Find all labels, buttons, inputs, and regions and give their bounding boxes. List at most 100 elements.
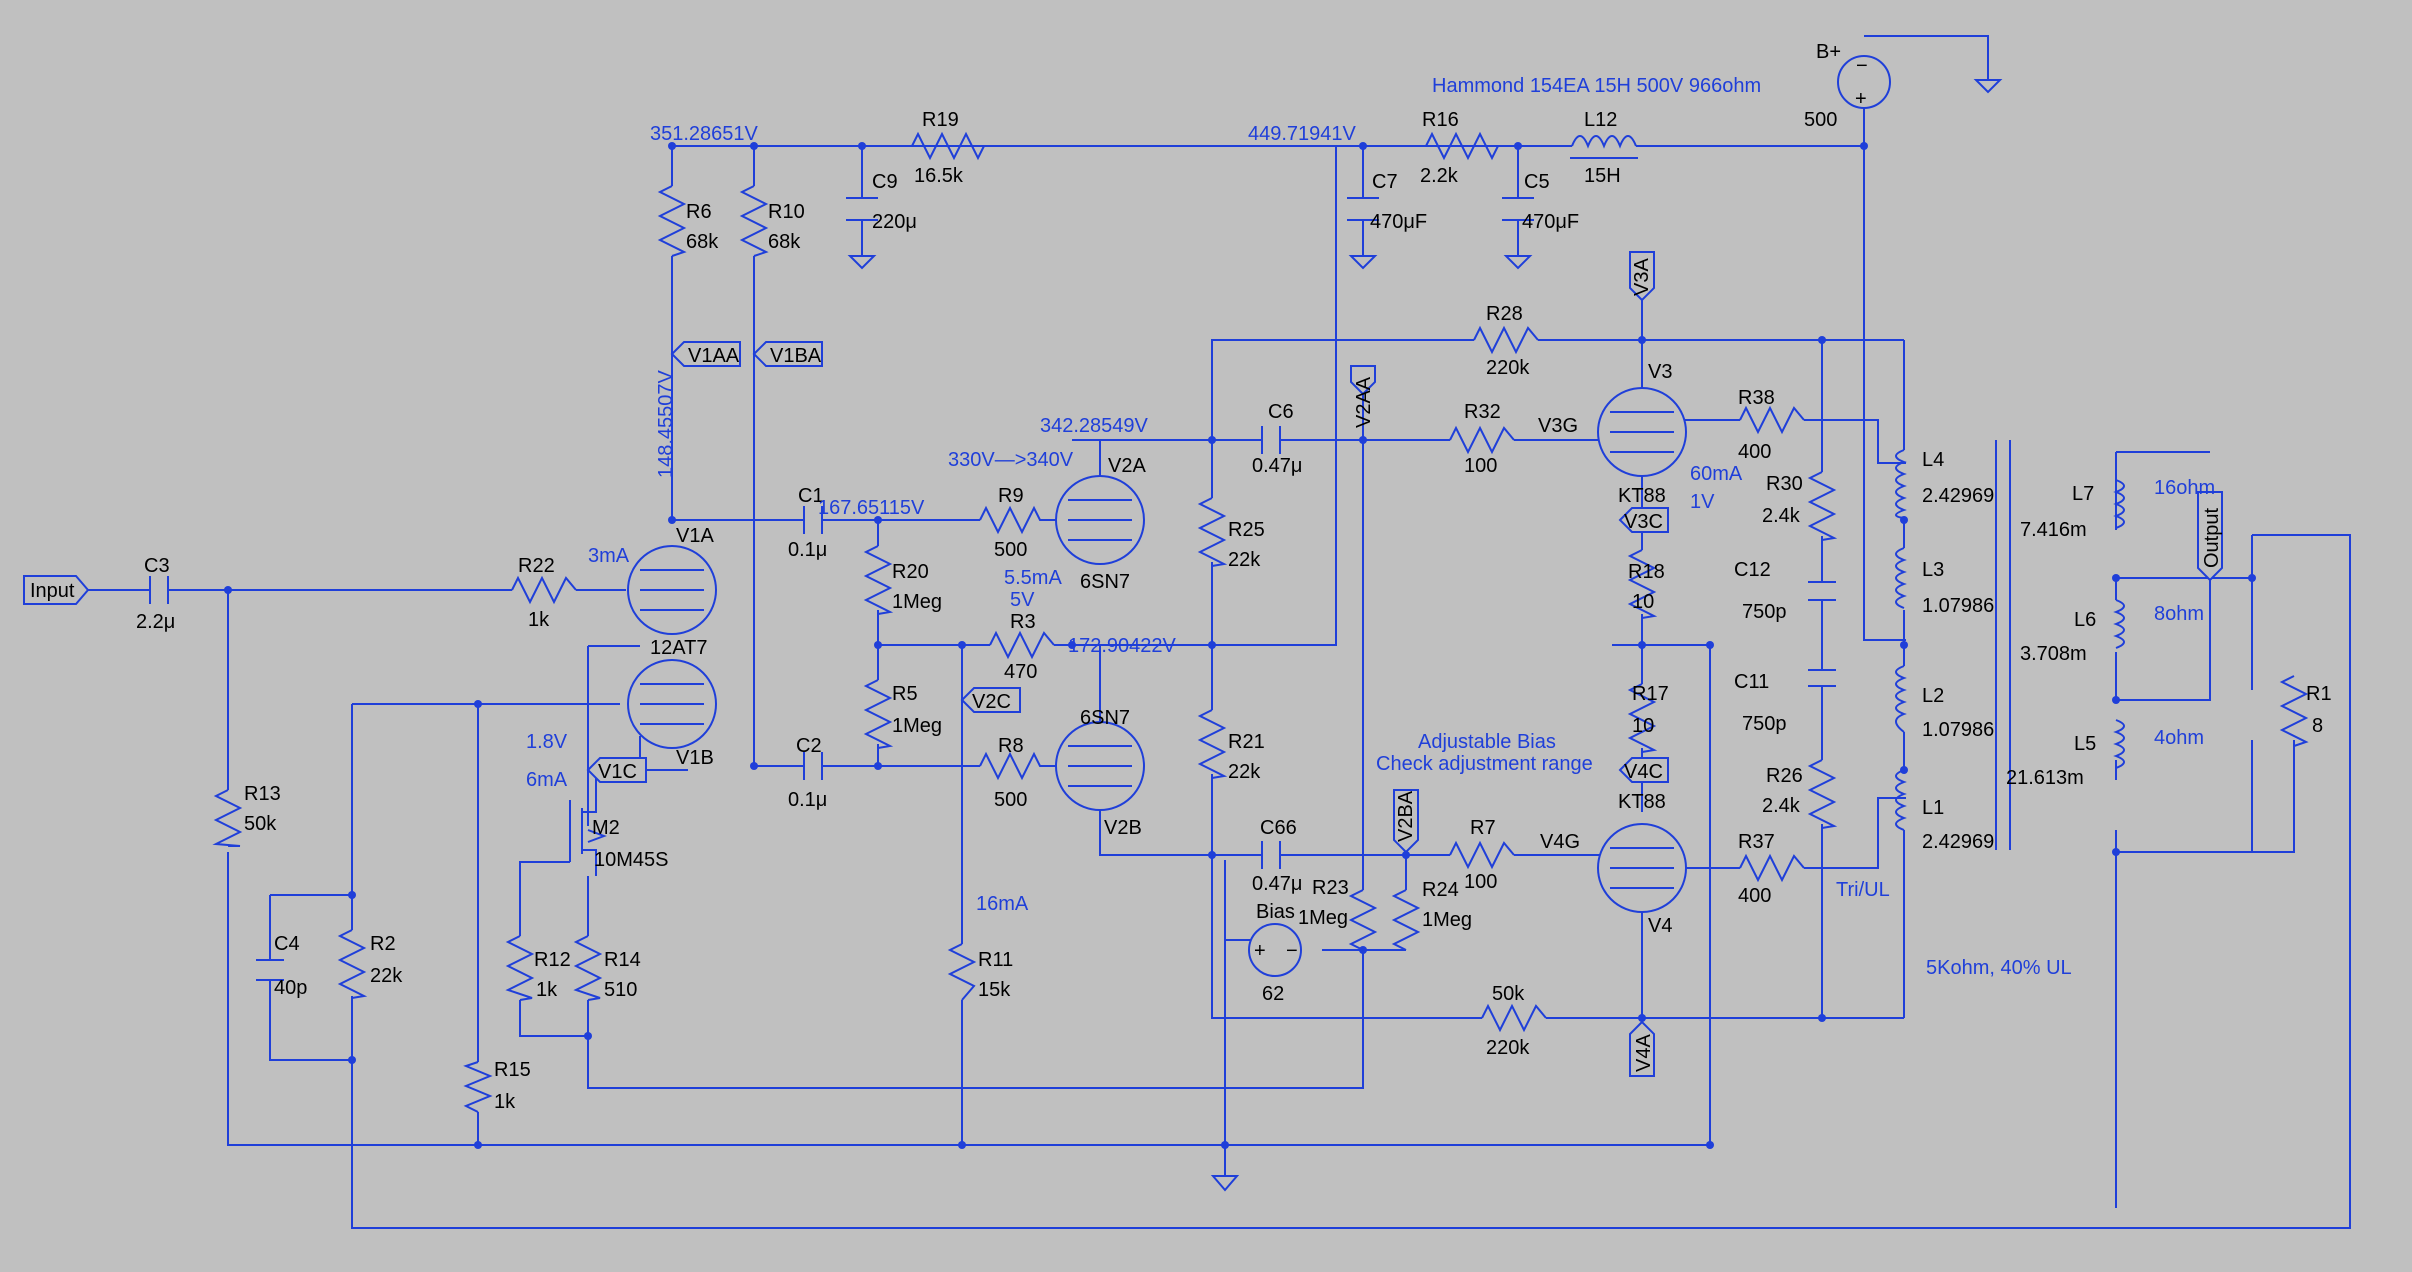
c12-symbol [1808, 581, 1836, 601]
sources: − + + − [1248, 55, 1891, 977]
r14-name: R14 [604, 949, 641, 971]
v148-label: 148.45507V [655, 369, 677, 478]
l2-name: L2 [1922, 685, 1944, 707]
r17-value: 10 [1632, 715, 1654, 737]
output-flag [2197, 491, 2223, 582]
bplus-source [1837, 55, 1891, 109]
v4-name: V4 [1648, 915, 1672, 937]
ground-icon [1503, 255, 1533, 270]
v4g-label: V4G [1540, 831, 1580, 853]
l3-name: L3 [1922, 559, 1944, 581]
r7-value: 100 [1464, 871, 1497, 893]
r18-value: 10 [1632, 591, 1654, 613]
r21-value: 22k [1228, 761, 1261, 783]
r38-symbol [1739, 405, 1805, 435]
v2ba-label: V2BA [1395, 790, 1417, 842]
r13-name: R13 [244, 783, 281, 805]
l12-name: L12 [1584, 109, 1617, 131]
r8-symbol [979, 751, 1060, 781]
v3g-label: V3G [1538, 415, 1578, 437]
r2-value: 22k [370, 965, 403, 987]
c4-symbol [256, 959, 284, 981]
ma55-label: 5.5mA [1004, 567, 1062, 589]
r10-symbol [739, 185, 769, 257]
l5-value: 21.613m [2006, 767, 2084, 789]
l2-value: 1.07986 [1922, 719, 1994, 741]
v4c-label: V4C [1624, 761, 1663, 783]
v1aa-label: V1AA [688, 345, 740, 367]
r3-value: 470 [1004, 661, 1037, 683]
r28-value: 220k [1486, 357, 1530, 379]
ohm8-label: 8ohm [2154, 603, 2204, 625]
r25-symbol [1197, 497, 1228, 567]
r32-symbol [1449, 425, 1515, 455]
c2-value: 0.1μ [788, 789, 827, 811]
r15-value: 1k [494, 1091, 516, 1113]
r9-value: 500 [994, 539, 1027, 561]
r21-symbol [1197, 709, 1228, 779]
v3c-flag [1618, 507, 1669, 533]
r16-value: 2.2k [1420, 165, 1459, 187]
v1a-name: V1A [676, 525, 714, 547]
r30-name: R30 [1766, 473, 1803, 495]
l7-value: 7.416m [2020, 519, 2087, 541]
r32-value: 100 [1464, 455, 1497, 477]
c11-symbol [1808, 669, 1836, 687]
r11-symbol [947, 943, 977, 1001]
c2-symbol [803, 752, 823, 780]
grounds [847, 79, 2003, 1192]
r5-symbol [863, 679, 894, 749]
r24-symbol [1391, 889, 1421, 951]
tubes [627, 387, 1687, 913]
bias-name: Bias [1256, 901, 1295, 923]
labels: Hammond 154EA 15H 500V 966ohm B+ 500 351… [30, 41, 2332, 1113]
c5-symbol [1502, 197, 1534, 221]
r12-value: 1k [536, 979, 558, 1001]
net-flags [23, 251, 2223, 1077]
c66-symbol [1261, 841, 1281, 869]
r10-value: 68k [768, 231, 801, 253]
v330-label: 330V—>340V [948, 449, 1074, 471]
r50k-name: 50k [1492, 983, 1525, 1005]
sn7a-label: 6SN7 [1080, 571, 1130, 593]
m2-value: 10M45S [594, 849, 669, 871]
c7-value: 470μF [1370, 211, 1427, 233]
svg-text:−: − [1856, 55, 1868, 77]
r6-symbol [657, 185, 687, 257]
c1-symbol [803, 506, 823, 534]
capacitors [149, 197, 1836, 981]
l6-name: L6 [2074, 609, 2096, 631]
r11-name: R11 [978, 949, 1013, 971]
kt88b-label: KT88 [1618, 791, 1666, 813]
r30-symbol [1807, 471, 1838, 541]
r26-symbol [1807, 759, 1838, 829]
r2-name: R2 [370, 933, 396, 955]
r13-value: 50k [244, 813, 277, 835]
r8-name: R8 [998, 735, 1024, 757]
v2aa-label: V2AA [1353, 376, 1375, 428]
r2-symbol [337, 929, 368, 999]
c4-value: 40p [274, 977, 307, 999]
c11-value: 750p [1742, 713, 1787, 735]
c1-name: C1 [798, 485, 824, 507]
r20-value: 1Meg [892, 591, 942, 613]
l1-value: 2.42969 [1922, 831, 1994, 853]
r19-name: R19 [922, 109, 959, 131]
c12-name: C12 [1734, 559, 1771, 581]
c7-symbol [1347, 197, 1379, 221]
r23-name: R23 [1312, 877, 1349, 899]
ground-icon [1973, 79, 2003, 94]
transformer-coils [1895, 440, 2125, 850]
c12-value: 750p [1742, 601, 1787, 623]
triul-label: Tri/UL [1836, 879, 1890, 901]
output-label: Output [2201, 508, 2223, 568]
r23-symbol [1348, 889, 1378, 951]
v2c-flag [960, 687, 1021, 713]
ground-icon [847, 255, 877, 270]
r38-value: 400 [1738, 441, 1771, 463]
c66-value: 0.47μ [1252, 873, 1302, 895]
r37-name: R37 [1738, 831, 1775, 853]
bias-source [1248, 923, 1302, 977]
r19-value: 16.5k [914, 165, 964, 187]
inductor-l12 [1570, 135, 1638, 159]
